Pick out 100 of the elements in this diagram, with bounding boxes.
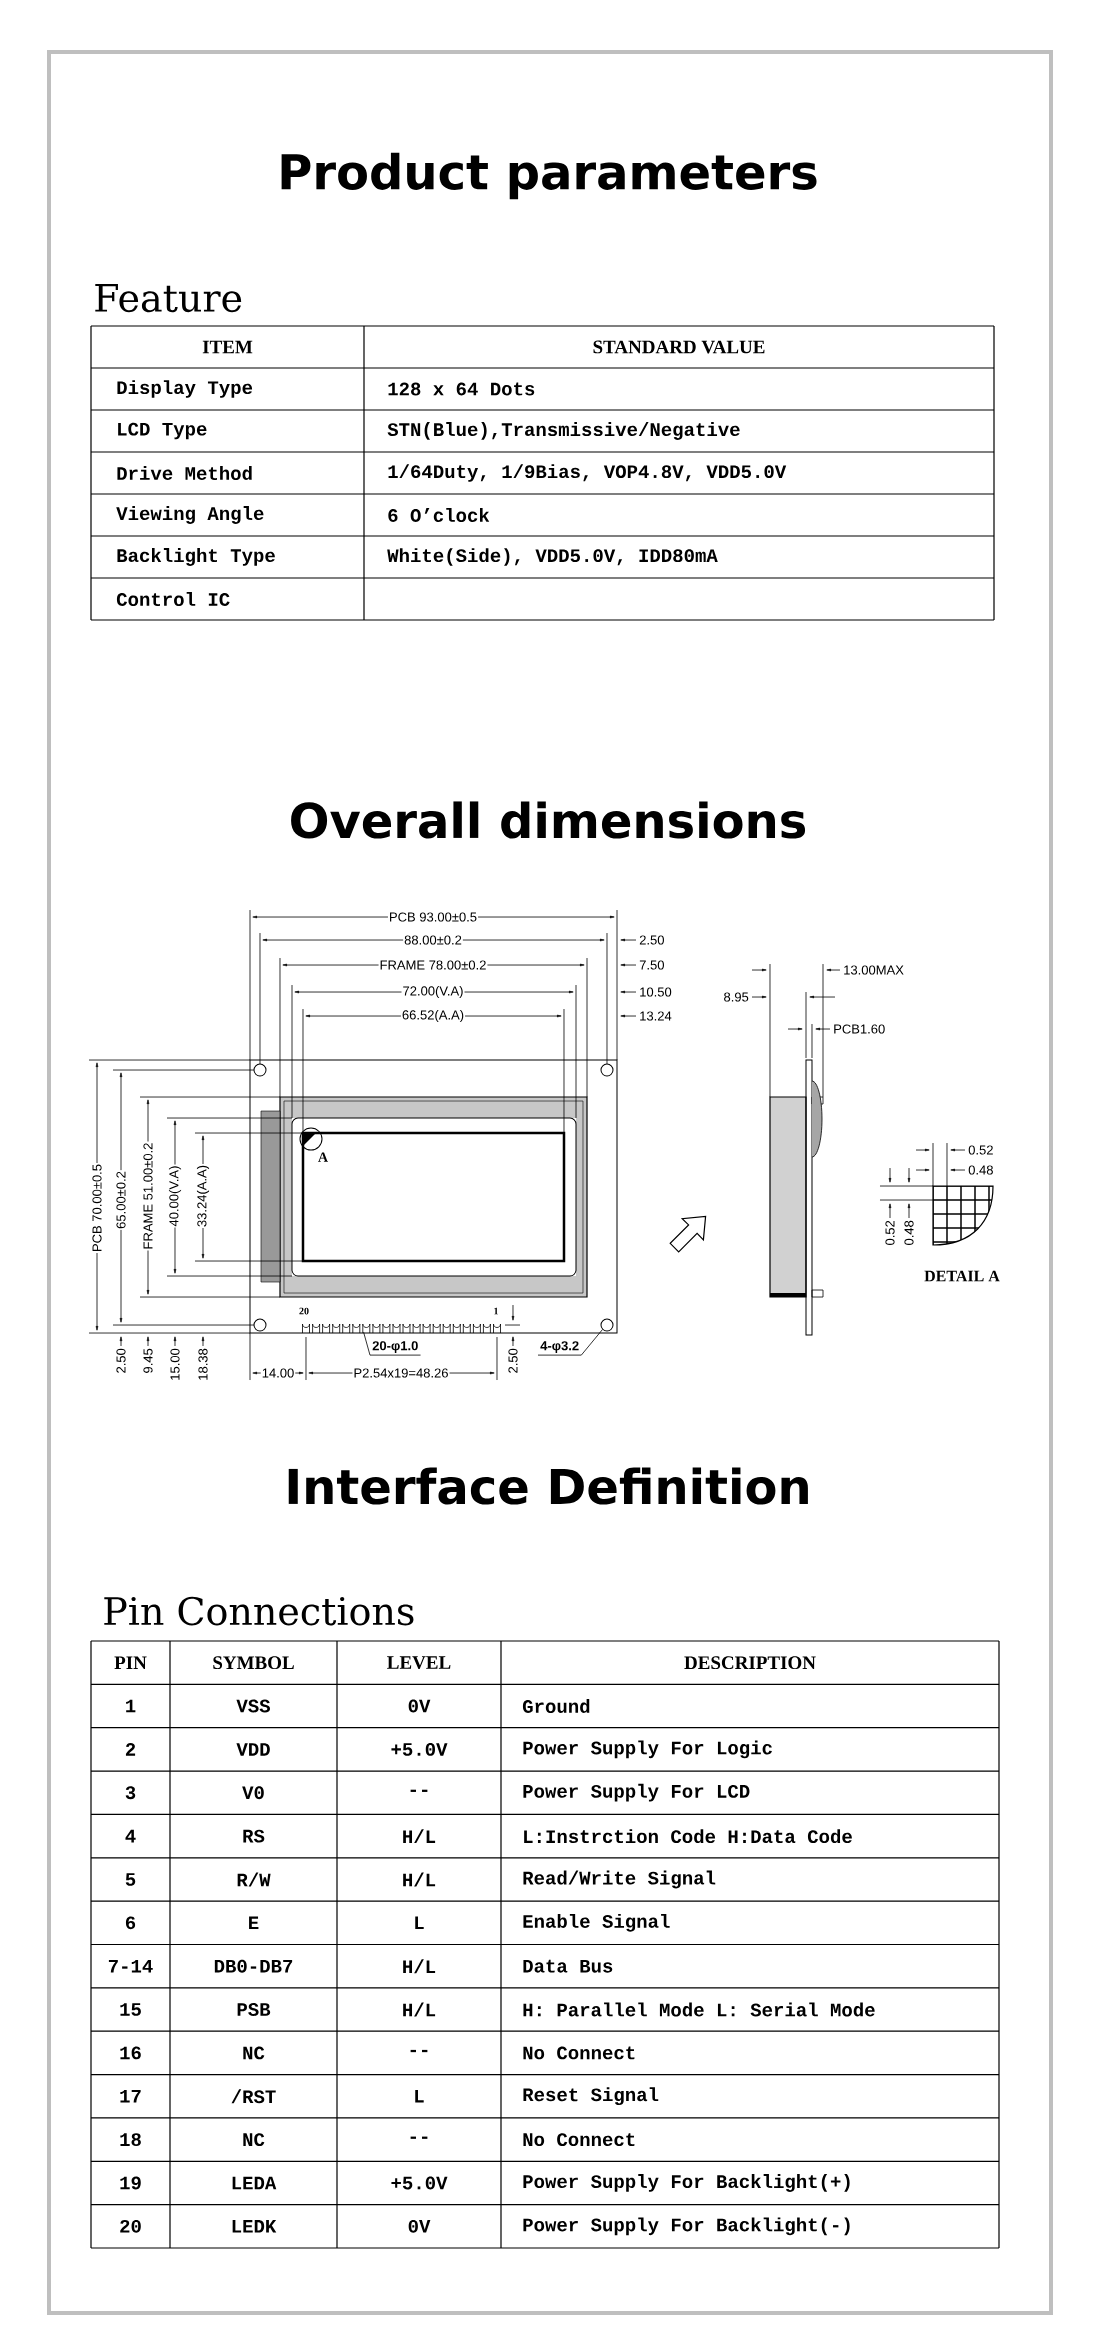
pin-number: 19 (120, 2176, 141, 2190)
pin-number: 1 (126, 1699, 136, 1713)
item-name: Display Type (117, 380, 253, 398)
column-header: SYMBOL (213, 1656, 294, 1670)
level-text: 0V (408, 2219, 431, 2233)
dimension-value: 0.52 (968, 1145, 993, 1155)
column-header: STANDARD VALUE (593, 340, 765, 354)
signal-name: LEDK (232, 2220, 277, 2233)
pin-number: 7-14 (108, 1959, 153, 1973)
item-name: Drive Method (117, 466, 252, 480)
value-text: 6 O’clock (388, 508, 490, 522)
pin-number: 5 (125, 1873, 136, 1886)
item-name: Backlight Type (117, 548, 275, 566)
description-text: Reset Signal (523, 2087, 659, 2106)
pin-number: 16 (120, 2046, 141, 2060)
dimension-value: 8.95 (724, 992, 749, 1002)
signal-name: LEDA (232, 2176, 277, 2190)
section-heading: Overall dimensions (291, 801, 806, 839)
signal-name: PSB (237, 2003, 271, 2016)
level-text: H/L (403, 1872, 436, 1887)
dimension-value: PCB 70.00±0.5 (91, 1163, 103, 1254)
section-heading: Interface Definition (288, 1467, 808, 1505)
dimension-value: 2.50 (116, 1348, 126, 1373)
description-text: Enable Signal (523, 1913, 670, 1932)
dimension-value: 2.50 (639, 935, 664, 945)
signal-name: V0 (242, 1786, 264, 1800)
callout-text: 4-φ3.2 (540, 1341, 579, 1353)
dimension-value: 18.38 (198, 1348, 208, 1380)
dimension-value: 0.52 (885, 1220, 895, 1245)
column-header: ITEM (202, 340, 253, 354)
dimension-value: PCB 93.00±0.5 (387, 911, 479, 923)
description-text: No Connect (523, 2046, 635, 2060)
section-heading: Feature (95, 283, 242, 313)
signal-name: R/W (237, 1872, 271, 1887)
column-header: LEVEL (387, 1656, 451, 1670)
value-text: White(Side), VDD5.0V, IDD80mA (387, 548, 718, 566)
dimension-value: 14.00 (260, 1367, 296, 1379)
level-text: L (415, 1916, 424, 1930)
dimension-value: 65.00±0.2 (115, 1170, 127, 1230)
dimension-value: 88.00±0.2 (403, 934, 463, 946)
pin-number: 3 (125, 1786, 136, 1800)
page-title: Product parameters (281, 152, 817, 200)
dimension-value: 66.52(A.A) (400, 1008, 466, 1024)
leader-line (537, 1329, 603, 1356)
dimension-value: 33.24(A.A) (195, 1163, 211, 1229)
signal-name: RS (243, 1829, 265, 1843)
value-text: 1/64Duty, 1/9Bias, VOP4.8V, VDD5.0V (388, 464, 787, 482)
level-text: L (415, 2089, 424, 2103)
detail-caption: DETAIL A (924, 1270, 1000, 1282)
pin-number: 17 (120, 2089, 141, 2103)
pin-row (302, 1323, 501, 1334)
description-text: Power Supply For Backlight(-) (523, 2217, 850, 2236)
dimension-value: FRAME 51.00±0.2 (142, 1141, 154, 1251)
pin-mark: 1 (494, 1307, 498, 1315)
signal-name: DB0-DB7 (214, 1959, 293, 1973)
level-text: H/L (403, 1959, 436, 1974)
pin-number: 4 (125, 1829, 136, 1843)
pin-number: 6 (125, 1916, 136, 1930)
dimension-value: 13.24 (640, 1011, 672, 1021)
item-name: LCD Type (118, 422, 207, 440)
description-text: Data Bus (523, 1959, 613, 1973)
mounting-hole (600, 1318, 614, 1332)
description-text: No Connect (523, 2133, 635, 2147)
value-text: 128 x 64 Dots (388, 382, 535, 396)
pin-number: 15 (120, 2003, 141, 2016)
dimension-value: 13.00MAX (844, 965, 904, 975)
column-header: DESCRIPTION (684, 1656, 816, 1670)
signal-name: NC (243, 2046, 265, 2060)
level-text: H/L (403, 1829, 436, 1844)
signal-name: VDD (236, 1743, 270, 1756)
description-text: H: Parallel Mode L: Serial Mode (523, 2002, 875, 2017)
dimension-value: 10.50 (640, 987, 672, 997)
detail-marker: A (318, 1152, 328, 1162)
item-name: Viewing Angle (116, 506, 264, 524)
pin-number: 20 (120, 2219, 141, 2233)
description-text: Power Supply For Backlight(+) (523, 2174, 850, 2192)
description-text: Power Supply For Logic (523, 1740, 772, 1759)
dimension-value: 0.48 (968, 1165, 993, 1175)
level-text: +5.0V (391, 2176, 448, 2190)
level-text: 0V (408, 1699, 431, 1713)
dimension-value: P2.54x19=48.26 (352, 1367, 450, 1379)
dimension-value: 0.48 (904, 1220, 914, 1245)
signal-name: VSS (236, 1699, 270, 1713)
dimension-value: PCB1.60 (834, 1024, 885, 1034)
dimension-value: 7.50 (639, 960, 664, 970)
pin-mark: 20 (299, 1307, 309, 1315)
pin-number: 18 (120, 2133, 141, 2147)
value-text: STN(Blue),Transmissive/Negative (387, 422, 740, 440)
dimension-value: FRAME 78.00±0.2 (378, 959, 488, 971)
column-header: PIN (114, 1656, 147, 1669)
dimension-value: 40.00(V.A) (167, 1164, 183, 1228)
section-heading: Pin Connections (104, 1596, 414, 1626)
level-text: -- (410, 2136, 428, 2139)
pin-number: 2 (125, 1743, 136, 1756)
level-text: +5.0V (391, 1743, 448, 1756)
dimension-value: 15.00 (170, 1348, 180, 1380)
level-text: -- (410, 2049, 428, 2053)
level-text: H/L (403, 2002, 436, 2017)
signal-name: /RST (231, 2089, 276, 2104)
dimension-value: 72.00(V.A) (401, 984, 465, 1000)
